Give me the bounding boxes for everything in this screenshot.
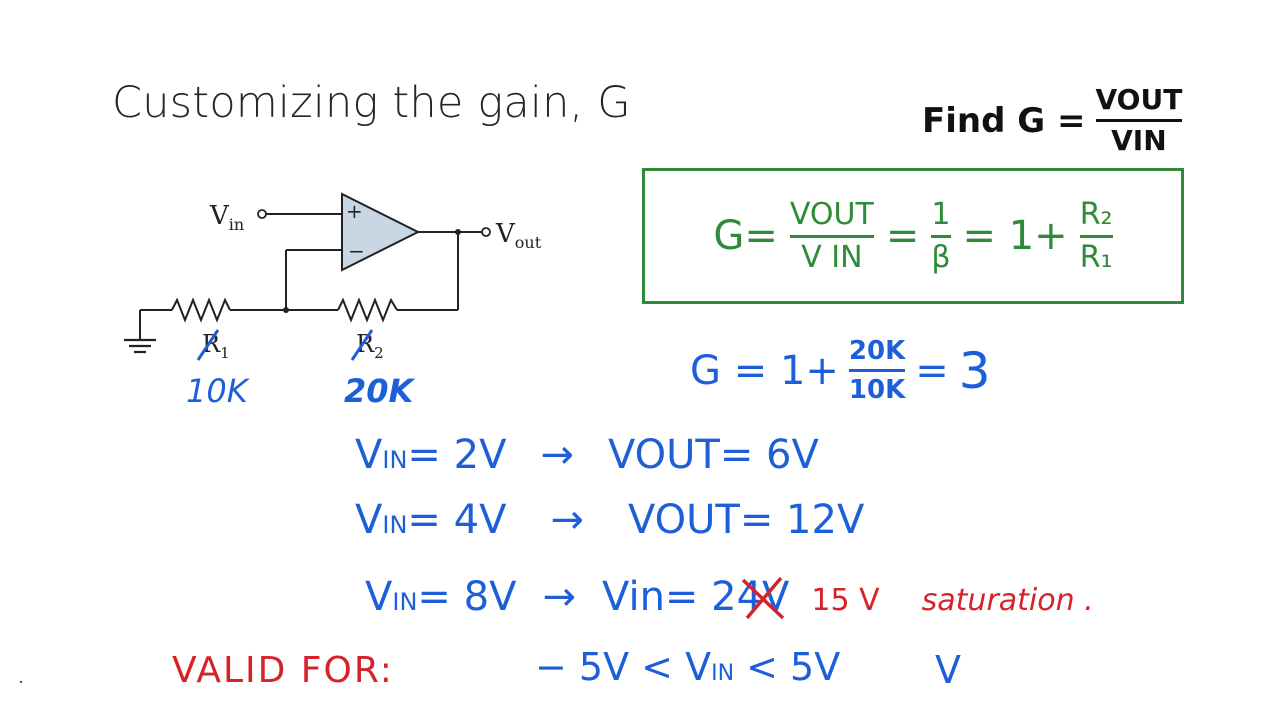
vout-value: = 12V [739,497,865,543]
vin-value: = 4V [407,497,507,543]
calc-lhs: G = 1+ [690,347,839,394]
arrow-icon: → [540,432,574,478]
formula-lhs: G= [713,213,778,259]
fraction-bar [931,234,951,238]
r2-strike-mark [350,329,374,361]
vin-value: = 8V [417,574,517,620]
saturation-value: 15 V [811,583,880,618]
formula-eq1: = [885,213,920,259]
vin-symbol: V [355,432,383,478]
non-inverting-amplifier-circuit: Vin + − Vout R1 R2 [124,192,542,362]
vout-symbol: VOUT [607,432,720,478]
calc-num: 20K [848,336,906,366]
vin-value: = 2V [407,432,507,478]
crossed-out-value: = 24V [665,574,790,620]
range-subscript: IN [711,661,735,686]
gain-formula-box: G= VOUT V IN = 1 β = 1+ R₂ R₁ [642,168,1184,304]
red-cross-mark [742,576,785,620]
vout-value: = 6V [719,432,819,478]
r2-value: 20K [344,372,414,410]
vin-symbol: V [365,574,393,620]
formula-frac2-den: β [931,239,951,275]
find-prefix: Find G = [922,100,1086,141]
valid-trailing-mark: V [935,648,961,692]
calc-den: 10K [848,375,906,405]
formula-frac1-den: V IN [801,239,863,275]
minus-input-sign: − [348,239,365,263]
vin-terminal [257,209,267,219]
fraction-bar [1079,234,1113,238]
range-prefix: − 5V < V [535,645,712,689]
vout-terminal [481,227,491,237]
arrow-icon: → [550,497,584,543]
formula-frac2-num: 1 [931,196,951,232]
formula-frac-one-beta: 1 β [931,196,951,275]
range-suffix: < 5V [734,645,841,689]
r1-label: R1 [202,330,230,362]
plus-input-sign: + [346,199,363,223]
valid-for-label: VALID FOR: [172,650,394,691]
fraction-bar [789,234,874,238]
find-numerator: VOUT [1095,83,1183,116]
find-gain-note: Find G = VOUT VIN [922,83,1183,157]
formula-frac-vout-vin: VOUT V IN [789,196,874,275]
vin-subscript: IN [382,511,408,539]
fraction-bar [848,369,906,372]
find-fraction: VOUT VIN [1095,83,1183,157]
r2-label: R2 [356,330,384,362]
formula-frac-r2-r1: R₂ R₁ [1079,196,1113,275]
valid-range: − 5V < VIN < 5V [535,645,840,689]
arrow-icon: → [542,574,576,620]
formula-eq2: = 1+ [962,213,1068,259]
r1-strike-mark [196,329,220,361]
vin-symbol: V [355,497,383,543]
calc-result: 3 [958,341,991,400]
find-denominator: VIN [1111,124,1167,157]
vout-value-crossed: = 24V [664,574,790,620]
stray-dot [20,681,22,683]
calc-fraction: 20K 10K [848,336,906,405]
formula-frac1-num: VOUT [789,196,874,232]
vin-label: Vin [209,201,244,234]
op-amp-triangle [341,192,421,272]
vout-label: Vout [495,219,542,252]
fraction-bar [1095,119,1183,122]
r2-resistor [337,297,398,323]
vout-symbol: VOUT [627,497,740,543]
ground-symbol [124,338,156,354]
vin-subscript: IN [392,588,418,616]
vin-subscript: IN [382,446,408,474]
r1-value: 10K [186,372,248,410]
formula-frac3-den: R₁ [1079,239,1113,275]
gain-calculation: G = 1+ 20K 10K = 3 [690,338,991,403]
slide-title: Customizing the gain, G [112,78,631,128]
calc-eq: = [915,347,949,394]
saturation-note: saturation . [921,583,1094,618]
vin-output-symbol: Vin [601,574,665,620]
r1-resistor [171,297,231,323]
formula-frac3-num: R₂ [1079,196,1113,232]
